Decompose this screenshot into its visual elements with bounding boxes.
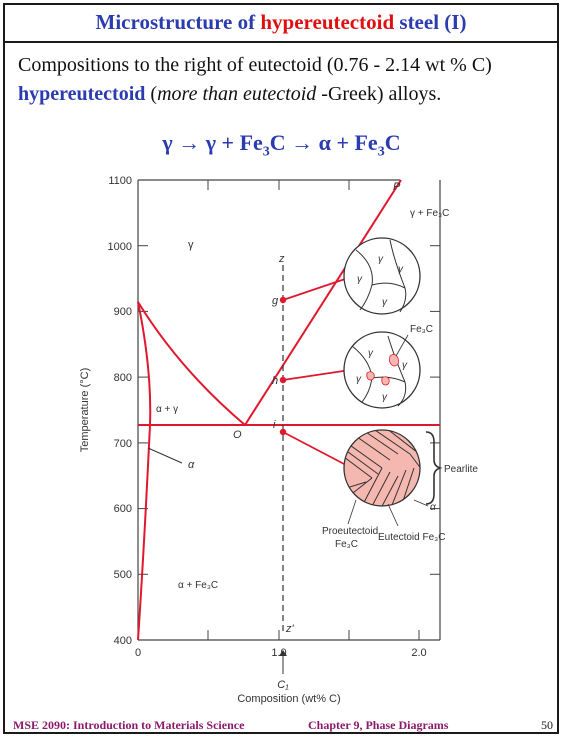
reaction-c-1: C	[270, 130, 286, 155]
region-gamma: γ	[188, 239, 194, 251]
fe3c-particle-1	[390, 354, 399, 366]
phase-diagram: 1100 1000 900 800 700 600 500 400 0 1.0 …	[60, 170, 500, 710]
leader-h	[283, 370, 350, 380]
reaction-plus-1: +	[216, 130, 240, 155]
label-fe3c-top: Fe₃C	[410, 324, 433, 335]
page-number: 50	[541, 718, 553, 733]
region-alpha: α	[188, 459, 195, 471]
composition-line: Compositions to the right of eutectoid (…	[18, 54, 492, 77]
alpha-solvus	[138, 425, 150, 640]
definition-rest: -Greek) alloys.	[316, 83, 441, 105]
fe3c-particle-3	[382, 377, 389, 385]
reaction-gamma-2: γ	[206, 130, 216, 155]
ytick-label-800: 800	[114, 372, 132, 384]
reaction-arrow-1: →	[173, 130, 206, 155]
reaction-fe-2: Fe	[354, 130, 377, 155]
ytick-label-400: 400	[114, 635, 132, 647]
y-axis-label: Temperature (°C)	[79, 368, 91, 452]
title-prefix: Microstructure of	[96, 10, 256, 34]
alpha-gamma-boundary	[138, 302, 150, 425]
hypereutectoid-term: hypereutectoid	[18, 83, 145, 105]
microstructure-i: Pearlite α Proeutectoid Fe₃C Eutectoid F…	[283, 428, 478, 550]
label-z-prime: z'	[285, 623, 295, 635]
definition-italic: more than eutectoid	[157, 83, 316, 105]
slide-title: Microstructure of hypereutectoid steel (…	[96, 10, 467, 34]
paren-open: (	[145, 83, 157, 105]
ytick-label-600: 600	[114, 503, 132, 515]
title-highlight: hypereutectoid	[260, 10, 394, 34]
region-alpha-fe3c: α + Fe₃C	[178, 580, 218, 591]
reaction-fe-1: Fe	[240, 130, 263, 155]
label-h: h	[272, 375, 278, 387]
reaction-sub-2: 3	[378, 144, 385, 159]
footer-course: MSE 2090: Introduction to Materials Scie…	[13, 718, 244, 732]
reaction-equation: γ → γ + Fe3C → α + Fe3C	[0, 130, 563, 160]
ytick-label-900: 900	[114, 306, 132, 318]
leader-g	[283, 278, 348, 300]
reaction-gamma-1: γ	[162, 130, 172, 155]
ytick-label-1000: 1000	[108, 241, 132, 253]
label-c1: C₁	[277, 679, 289, 691]
x-axis-label: Composition (wt% C)	[237, 693, 340, 705]
xtick-label-2: 2.0	[411, 647, 426, 659]
label-proeutectoid-2: Fe₃C	[335, 539, 358, 550]
hypereutectoid-definition: hypereutectoid (more than eutectoid -Gre…	[18, 83, 441, 106]
label-eutectoid: Eutectoid Fe₃C	[378, 532, 445, 543]
title-suffix: steel (I)	[399, 10, 466, 34]
footer-chapter: Chapter 9, Phase Diagrams	[308, 718, 448, 733]
label-alpha-micro: α	[430, 502, 436, 513]
reaction-c-2: C	[385, 130, 401, 155]
alpha-leader	[148, 448, 182, 463]
microstructure-g: γ γ γ γ	[283, 238, 420, 314]
label-proeutectoid-1: Proeutectoid	[322, 526, 378, 537]
leader-i	[283, 432, 346, 465]
title-bar: Microstructure of hypereutectoid steel (…	[3, 3, 559, 43]
a3-boundary	[138, 302, 245, 425]
region-alpha-gamma: α + γ	[156, 404, 178, 415]
xtick-label-0: 0	[135, 647, 141, 659]
alpha-micro-leader	[414, 500, 428, 506]
label-O: O	[233, 429, 242, 441]
label-z: z	[278, 253, 285, 265]
eutectoid-leader	[388, 504, 398, 526]
label-P: P	[393, 181, 401, 193]
microstructure-h: γ γ γ γ Fe₃C	[283, 324, 433, 408]
reaction-plus-2: +	[331, 130, 355, 155]
ytick-label-500: 500	[114, 569, 132, 581]
reaction-arrow-2: →	[286, 130, 319, 155]
fe3c-particle-2	[367, 372, 374, 380]
region-gamma-fe3c: γ + Fe₃C	[410, 208, 449, 219]
ytick-label-700: 700	[114, 438, 132, 450]
label-pearlite: Pearlite	[444, 464, 478, 475]
label-g: g	[272, 295, 279, 307]
ytick-label-1100: 1100	[108, 175, 132, 187]
footer: MSE 2090: Introduction to Materials Scie…	[13, 718, 553, 733]
reaction-alpha: α	[319, 130, 331, 155]
proeutectoid-leader	[348, 500, 356, 524]
reaction-sub-1: 3	[263, 144, 270, 159]
